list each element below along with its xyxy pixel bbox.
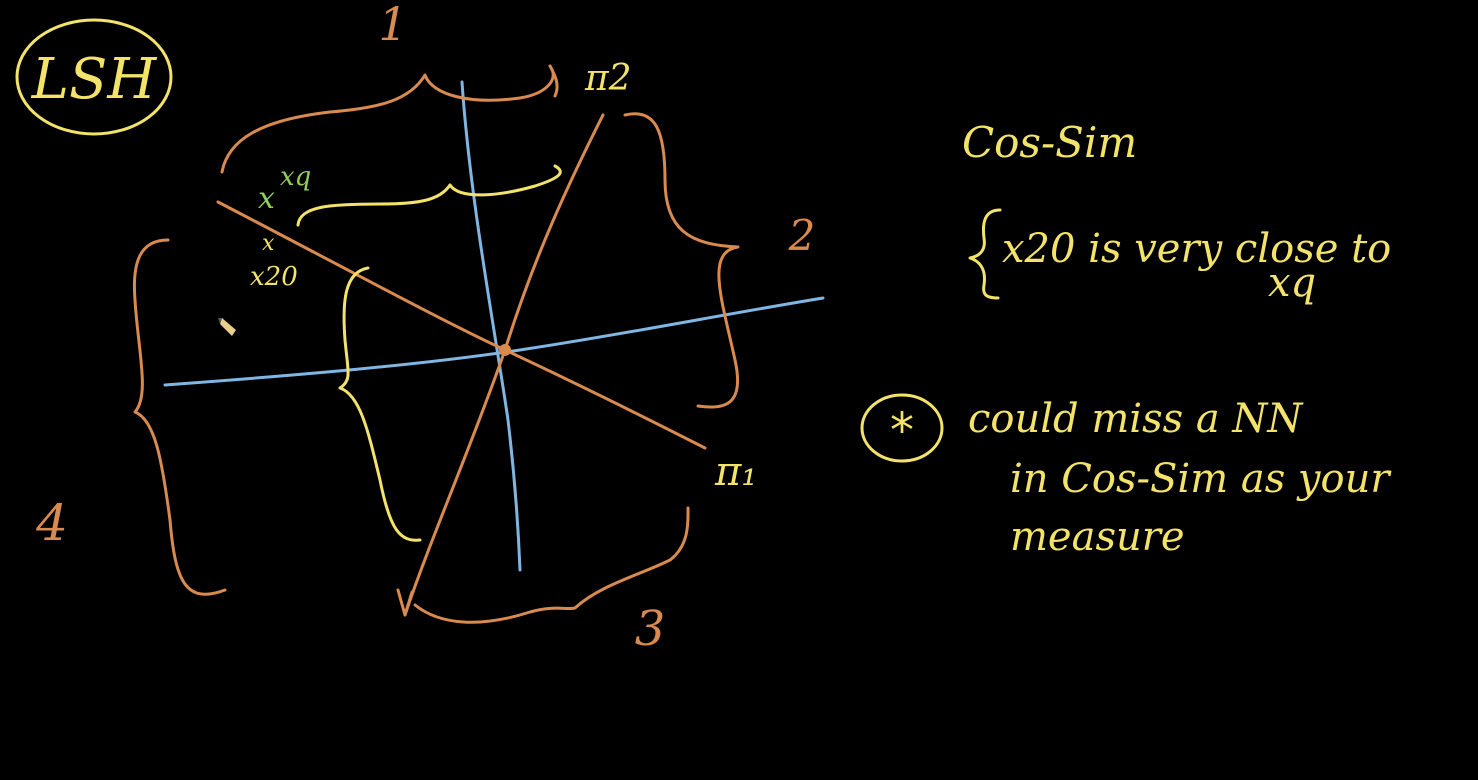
region2-brace: [623, 112, 740, 409]
notes-bullet-line1: could miss a NN: [968, 396, 1304, 442]
notes-line1: x20 is very close to: [1002, 226, 1391, 272]
notes-bullet-line2: in Cos-Sim as your: [1010, 456, 1392, 502]
pencil-cursor-icon: [218, 318, 236, 336]
title-label: LSH: [31, 47, 158, 112]
title-circle: [15, 18, 173, 136]
inner-left-brace: [338, 266, 422, 542]
hyperplane-pi1: [216, 200, 707, 450]
region-number-2: 2: [788, 211, 816, 260]
inner-top-brace: [296, 164, 562, 227]
query-point-label: xq: [280, 162, 311, 192]
star-circle: [860, 393, 944, 463]
origin-point: [499, 344, 511, 356]
region4-brace: [132, 238, 227, 596]
pi1-label: π₁: [714, 449, 757, 495]
hyperplane-pi2: [403, 113, 605, 617]
query-point-marker: x: [258, 181, 275, 216]
region-number-1: 1: [378, 0, 407, 51]
pi2-arrow-tip: [396, 588, 414, 617]
notes-line2: xq: [1268, 260, 1316, 306]
region-number-4: 4: [35, 494, 68, 552]
notes-heading: Cos-Sim: [962, 118, 1137, 167]
region3-brace: [413, 506, 690, 624]
neighbor-point-label: x20: [250, 262, 298, 292]
notes-bullet-line3: measure: [1010, 514, 1185, 560]
pi2-label: π2: [584, 58, 632, 99]
neighbor-point-marker: x: [262, 231, 275, 256]
region1-brace: [220, 64, 559, 174]
region-number-3: 3: [635, 601, 666, 657]
star-icon: *: [890, 403, 914, 459]
vertical-axis: [460, 80, 522, 572]
notes-brace: [968, 208, 1002, 300]
